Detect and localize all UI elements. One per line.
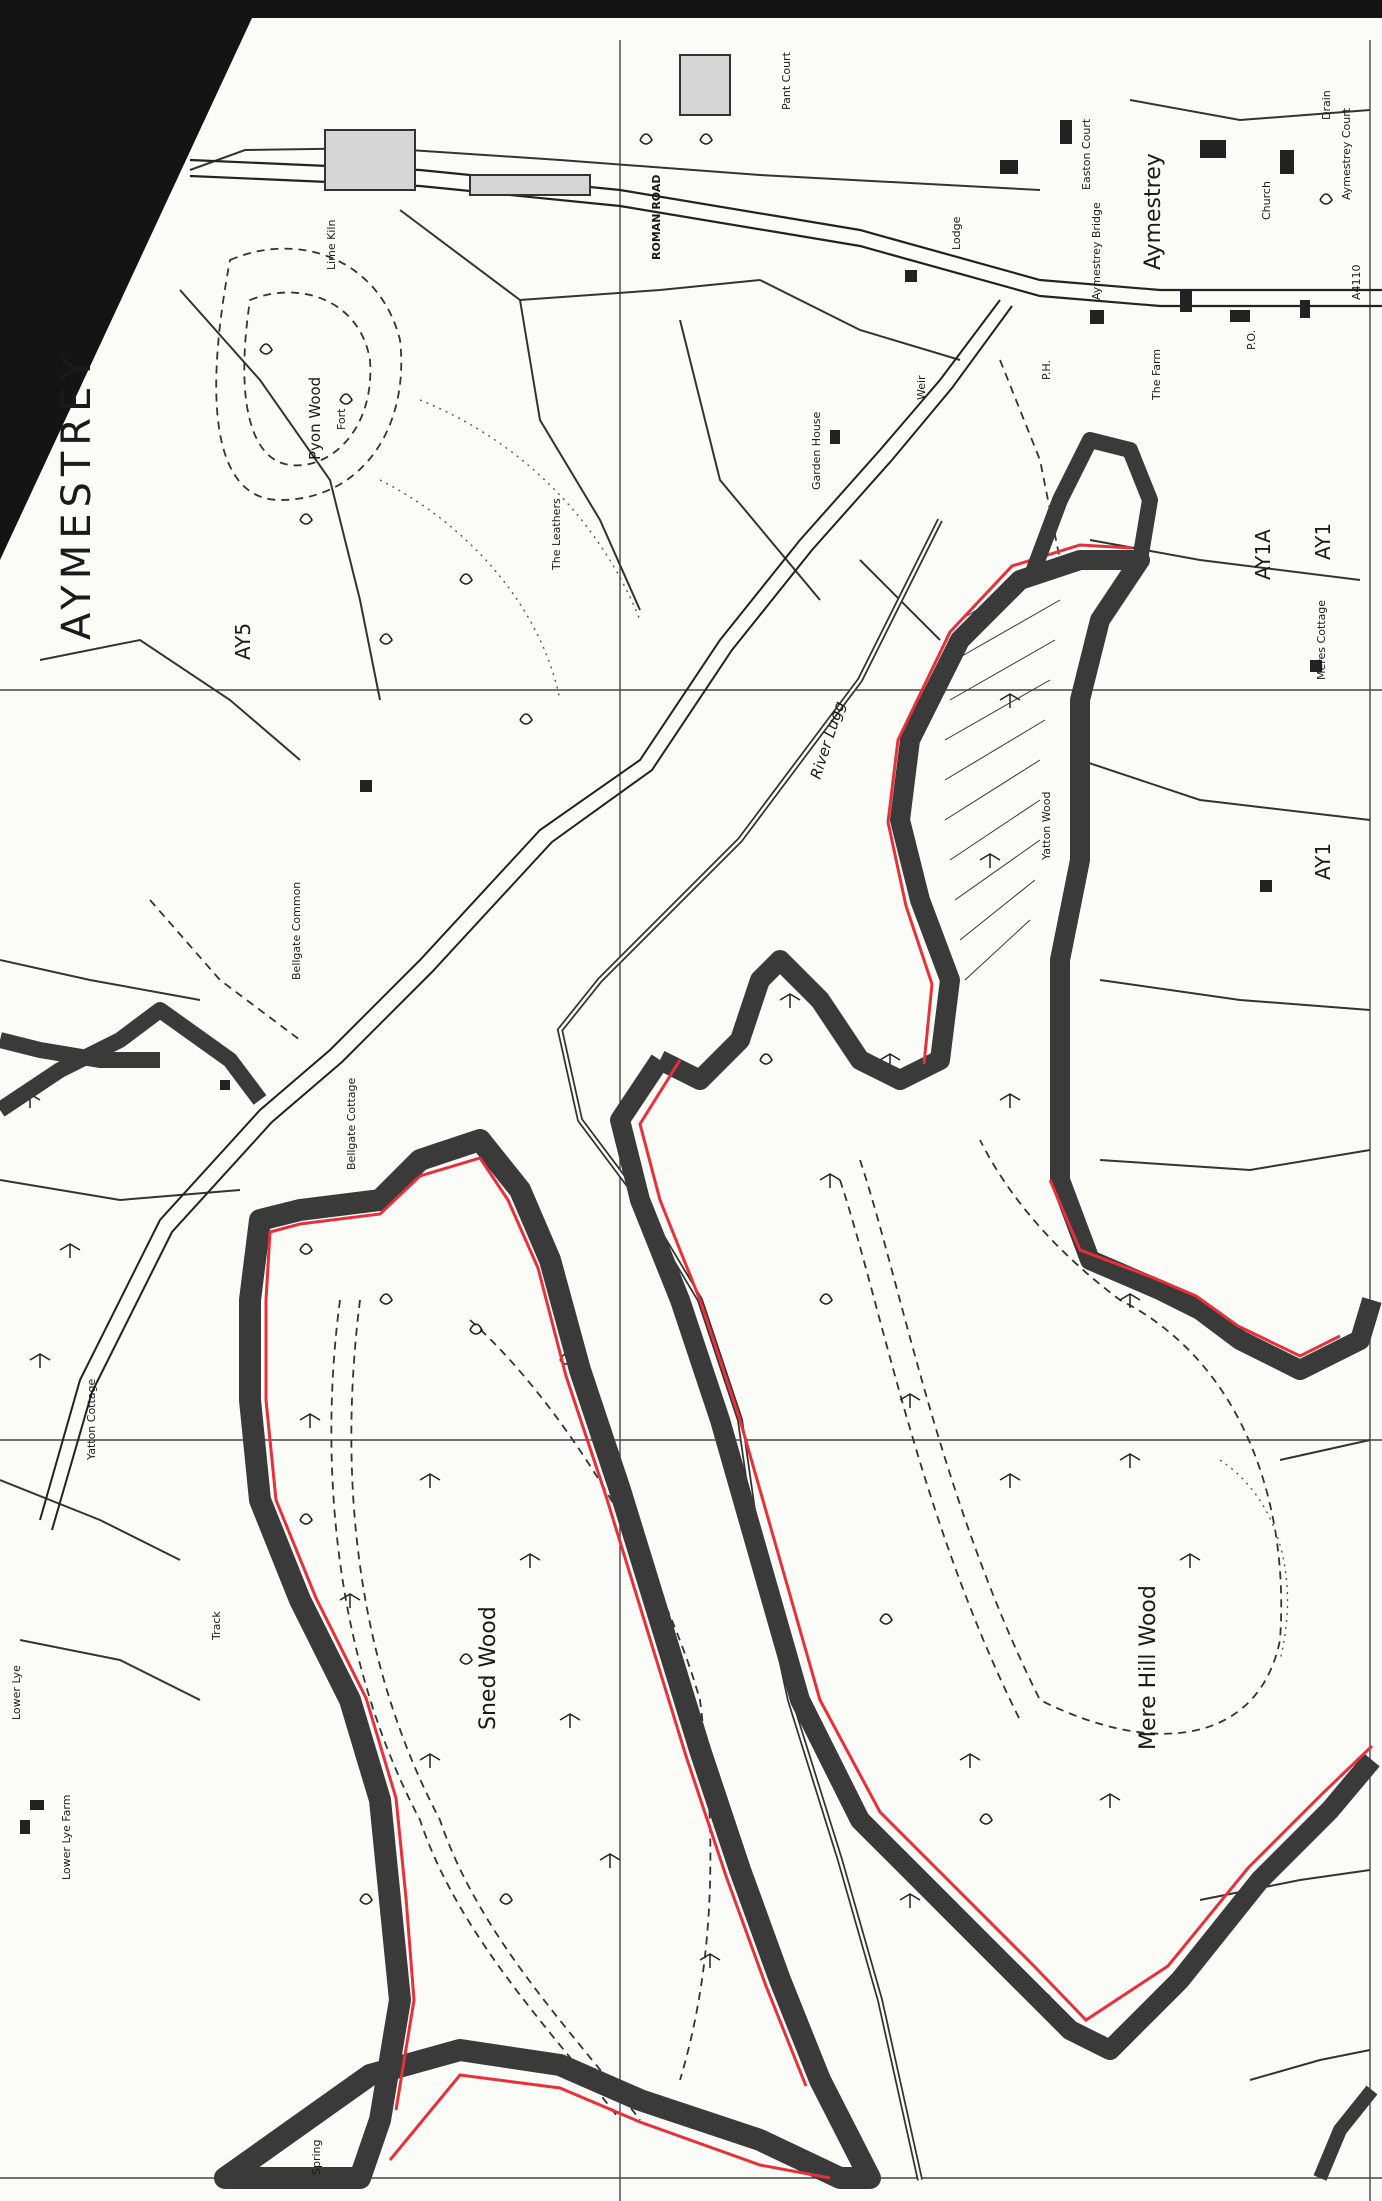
mere-hill-wood-label: Mere Hill Wood [1136,1585,1161,1750]
yatton-wood-red-edge [886,543,1133,1065]
meres-cottage-label: Meres Cottage [1315,600,1328,680]
aymestrey-court-label: Aymestrey Court [1340,107,1353,200]
roman-road [189,158,1382,308]
field-boundaries [0,99,1371,2081]
aymestrey-village-label: Aymestrey [1141,153,1166,270]
fort-label: Fort [335,408,348,430]
weir-label: Weir [915,375,928,400]
plot-code-ay1-east: AY1 [1311,843,1335,880]
sned-wood-red-edge-south [388,2073,831,2180]
aymestrey-bridge-label: Aymestrey Bridge [1090,202,1103,300]
sned-wood-red-edge-west [264,1231,416,2111]
contour-lines [379,399,1289,1661]
garden-house-label: Garden House [810,411,823,490]
easton-court-label: Easton Court [1080,118,1093,190]
mere-hill-red-edge-north [1048,1179,1341,1358]
the-leathers-label: The Leathers [550,498,563,571]
yatton-wood-label: Yatton Wood [1040,792,1053,861]
mere-hill-red-edge-west [638,1059,1374,2022]
sned-wood-red-edge-east [269,1156,808,2087]
se-boundary-fragment [1313,2085,1378,2181]
mere-hill-wood-boundary [655,550,1382,1380]
plot-code-ay1-north: AY1 [1311,523,1335,560]
church-label: Church [1260,181,1273,220]
plot-code-ay1a: AY1A [1251,529,1275,580]
lane [39,299,1013,1531]
pant-court-label: Pant Court [780,51,793,110]
sned-wood-label: Sned Wood [476,1606,501,1730]
parish-name-label: AYMESTREY [54,350,100,640]
pyon-wood-label: Pyon Wood [306,377,324,460]
bellgate-common-label: Bellgate Common [290,882,303,980]
roman-road-label: ROMAN ROAD [650,175,663,261]
buildings [20,120,1322,1834]
track-label: Track [210,1611,223,1641]
sned-wood-boundary [214,1129,881,2189]
deciduous-tree-symbols [259,133,1333,2005]
dashed-tracks [149,247,1283,2121]
east-plot-boundary [1022,432,1158,583]
ponds [324,54,731,196]
map-labels: AYMESTREY Sned Wood Mere Hill Wood Pyon … [10,51,1363,2175]
bellgate-cottage-label: Bellgate Cottage [345,1078,358,1170]
a-road-number-label: A4110 [1350,264,1363,300]
nw-boundary [0,1002,267,1117]
lower-lye-label: Lower Lye [10,1665,23,1720]
post-office-label: P.O. [1245,330,1258,350]
spring-label: Spring [310,2140,323,2176]
plot-code-ay5: AY5 [231,623,255,660]
lower-lye-farm-label: Lower Lye Farm [60,1795,73,1880]
ph-label: P.H. [1040,360,1053,380]
lime-kiln-label: Lime Kiln [325,220,338,270]
lodge-label: Lodge [950,216,963,250]
drain-label: Drain [1320,90,1333,120]
mere-hill-wood-boundary-south [610,1054,1380,2060]
conifer-tree-symbols [19,693,1201,1968]
the-farm-label: The Farm [1150,349,1163,401]
yatton-cottage-label: Yatton Cottage [85,1378,98,1461]
river-lugg-inner [558,519,942,2181]
paper-sheet [0,18,1382,2201]
